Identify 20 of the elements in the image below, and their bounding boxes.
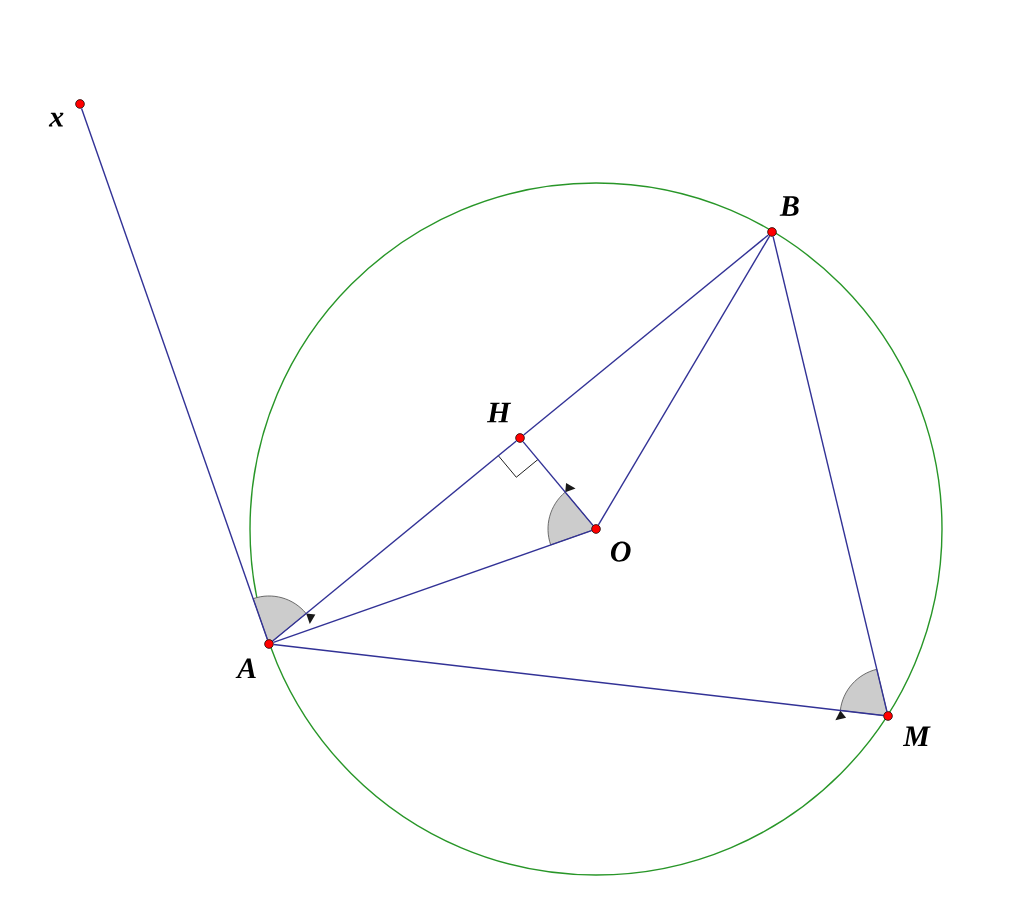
node-label: x [48, 112, 64, 127]
line-segment [597, 235, 771, 526]
point: x [48, 99, 85, 127]
point: H [486, 402, 525, 443]
line-segment [273, 643, 884, 717]
point: O [591, 524, 631, 562]
point: A [235, 639, 274, 679]
line-segment [522, 234, 770, 436]
node-label: O [610, 541, 631, 562]
line-segment [80, 107, 269, 641]
point: B [767, 196, 799, 237]
node-label: M [902, 726, 931, 746]
node-label: H [486, 402, 512, 423]
line-segment [772, 235, 888, 713]
point: M [883, 711, 931, 746]
node-label: A [235, 658, 256, 679]
line-segment [272, 529, 593, 644]
node-label: B [779, 196, 799, 216]
line-segment [522, 440, 594, 527]
line-segment [271, 440, 518, 642]
